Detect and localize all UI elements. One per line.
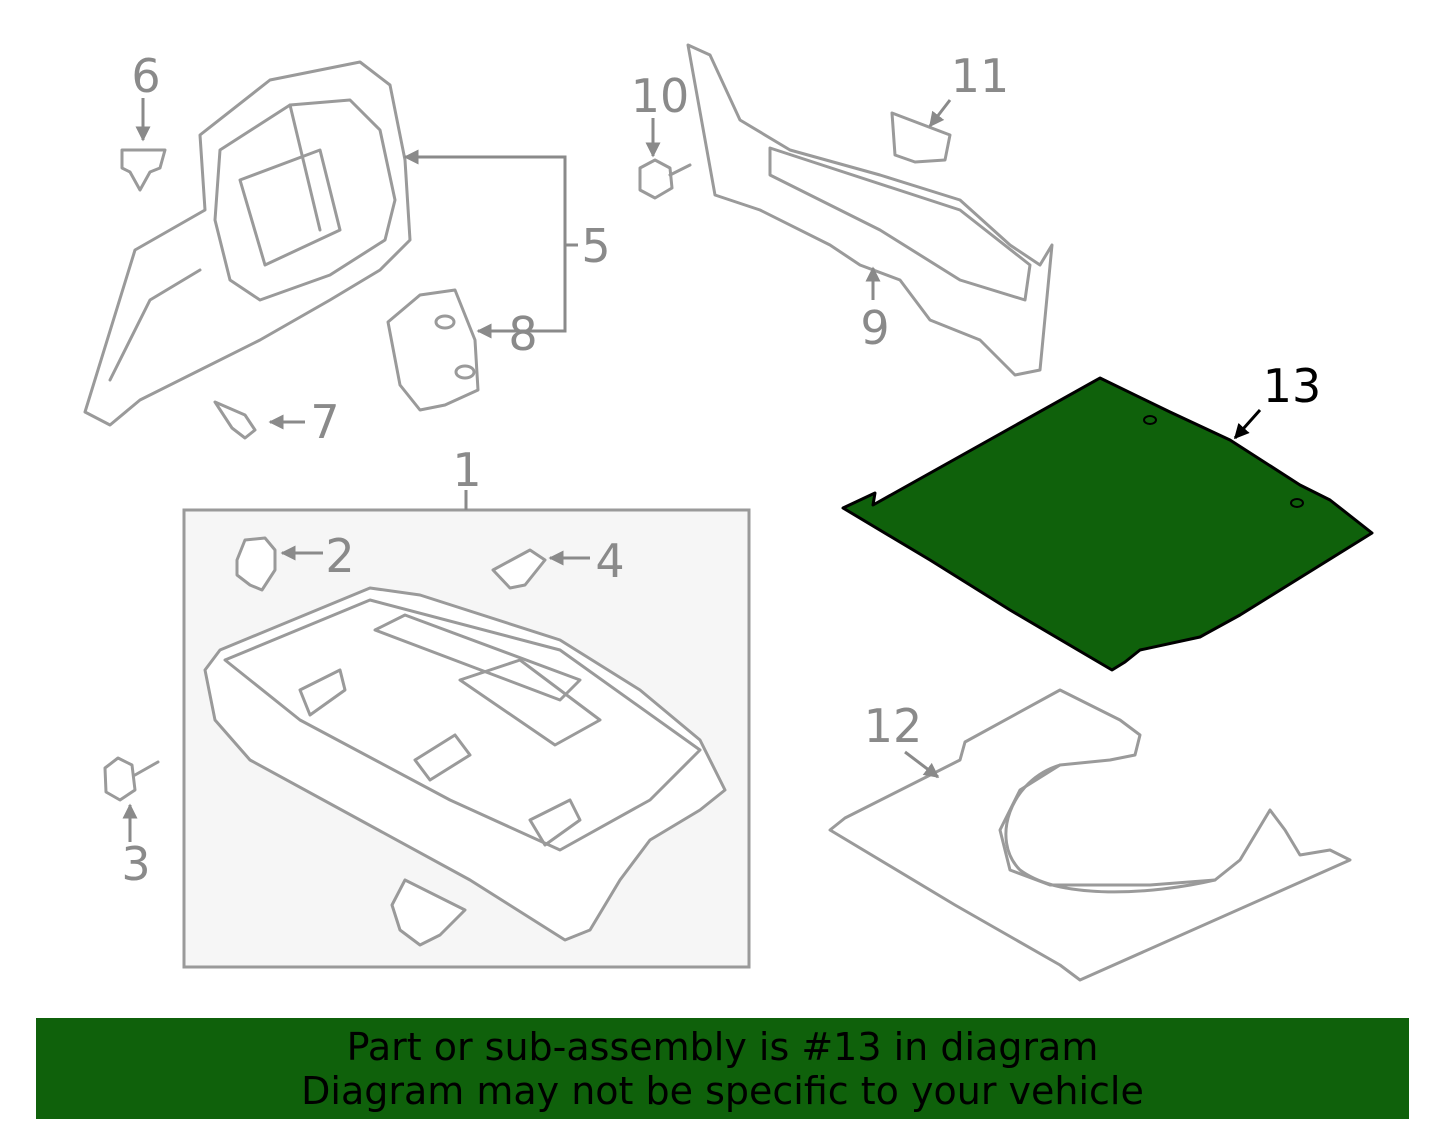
callout-12: 12 bbox=[864, 699, 923, 753]
callout-4: 4 bbox=[595, 534, 624, 588]
callout-9: 9 bbox=[860, 301, 889, 355]
banner-line-2: Diagram may not be specific to your vehi… bbox=[301, 1068, 1144, 1113]
parts-diagram: 6 10 11 5 8 9 7 13 1 2 4 12 3 bbox=[83, 43, 1374, 982]
callout-10: 10 bbox=[631, 69, 690, 123]
info-banner: Part or sub-assembly is #13 in diagram D… bbox=[36, 1018, 1409, 1119]
callout-8: 8 bbox=[508, 307, 537, 361]
part-10-bolt bbox=[638, 118, 692, 200]
part-6-push-clip bbox=[120, 98, 167, 192]
part-3-bolt bbox=[103, 756, 160, 842]
callout-6: 6 bbox=[131, 49, 160, 103]
callout-13: 13 bbox=[1263, 359, 1322, 413]
part-13-trunk-mat-highlighted bbox=[841, 376, 1374, 672]
part-8-cover bbox=[386, 288, 505, 412]
callout-2: 2 bbox=[325, 529, 354, 583]
callout-1: 1 bbox=[452, 443, 481, 497]
part-7-bolt bbox=[213, 400, 305, 440]
callout-3: 3 bbox=[121, 837, 150, 891]
part-9-sill-scuff bbox=[686, 43, 1054, 377]
callout-7: 7 bbox=[310, 395, 339, 449]
part-5-quarter-trim-panel bbox=[83, 60, 412, 427]
part-12-wheelhouse-trim bbox=[828, 688, 1352, 982]
part-1-package-tray-box bbox=[182, 490, 751, 969]
callout-11: 11 bbox=[951, 49, 1010, 103]
banner-line-1: Part or sub-assembly is #13 in diagram bbox=[346, 1024, 1099, 1069]
part-11-pad bbox=[890, 99, 952, 164]
callout-5: 5 bbox=[581, 219, 610, 273]
